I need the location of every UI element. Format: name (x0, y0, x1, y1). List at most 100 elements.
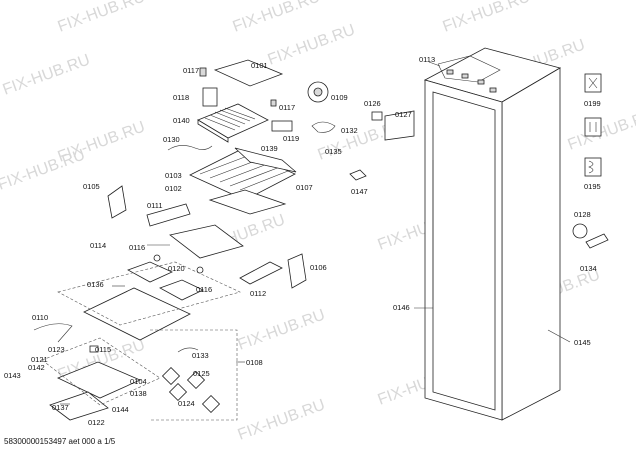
label-0126: 0126 (364, 99, 381, 108)
label-0115: 0115 (95, 345, 111, 354)
top-assembly (107, 59, 415, 227)
group-outline-0108 (150, 329, 238, 421)
knob-0116 (153, 254, 161, 262)
label-0110: 0110 (32, 313, 48, 322)
cabinet-top-frame (437, 55, 501, 83)
watermark-text: FIX-HUB.RU (236, 306, 328, 353)
label-0101: 0101 (251, 61, 268, 70)
label-0145: 0145 (574, 338, 591, 347)
label-0116-b: 0116 (196, 285, 212, 294)
cabinet-top-clip (489, 87, 497, 93)
cable-0133 (177, 347, 199, 353)
cover-square (127, 261, 173, 283)
tray-0103 (189, 149, 296, 201)
leader-lines (60, 61, 571, 405)
cabinet-side (501, 67, 561, 421)
wrench-icon (588, 77, 598, 89)
label-0112: 0112 (250, 289, 266, 298)
part-labels: 0117 0101 0118 0117 0109 0126 0127 0113 … (4, 55, 601, 427)
label-0139: 0139 (261, 144, 278, 153)
watermark-text: FIX-HUB.RU (0, 146, 87, 193)
label-0107: 0107 (296, 183, 313, 192)
watermark-text: FIX-HUB.RU (236, 396, 328, 443)
label-0132: 0132 (341, 126, 358, 135)
label-0102: 0102 (165, 184, 182, 193)
label-0108: 0108 (246, 358, 263, 367)
label-0146: 0146 (393, 303, 410, 312)
watermark-text: FIX-HUB.RU (266, 21, 358, 68)
filter-0124 (168, 382, 188, 402)
cover-square-b (159, 279, 204, 301)
label-0116: 0116 (129, 243, 145, 252)
watermark-text: FIX-HUB.RU (231, 0, 323, 36)
knob-0120 (196, 266, 204, 274)
clip-0117-b (270, 99, 277, 107)
bracket-0105 (107, 185, 127, 219)
label-0114: 0114 (90, 241, 106, 250)
label-0128: 0128 (574, 210, 591, 219)
cabinet-inner-liner (432, 91, 496, 411)
label-0199: 0199 (584, 99, 601, 108)
fan-hub (313, 87, 323, 97)
watermark-text: FIX-HUB.RU (441, 0, 533, 36)
duct-0107 (234, 147, 297, 173)
label-0103: 0103 (165, 171, 182, 180)
cover-plate-0101 (213, 59, 284, 87)
hose-0132 (311, 121, 336, 133)
label-0135: 0135 (325, 147, 342, 156)
cabinet-drawing (423, 47, 562, 421)
label-0117: 0117 (183, 66, 199, 75)
watermark-text: FIX-HUB.RU (56, 0, 148, 36)
label-0109: 0109 (331, 93, 348, 102)
label-0119: 0119 (283, 134, 299, 143)
middle-assembly (57, 224, 307, 341)
label-0105: 0105 (83, 182, 100, 191)
bottom-assembly (33, 323, 238, 421)
label-0130: 0130 (163, 135, 180, 144)
watermark-text: FIX-HUB.RU (1, 51, 93, 98)
cable-0110 (33, 323, 73, 343)
filter-0124-b (201, 394, 221, 414)
rail-0112 (239, 261, 283, 285)
panel-0136 (83, 287, 191, 341)
filter-0125-b (186, 370, 206, 390)
accessories (572, 73, 609, 249)
group-outline-0136 (57, 261, 241, 326)
part-0126 (371, 111, 383, 121)
plate-0137 (49, 391, 109, 421)
housing-0114 (169, 224, 244, 259)
tray-ribs (199, 154, 289, 191)
tools-icon-0198 (584, 117, 602, 137)
label-0106: 0106 (310, 263, 327, 272)
footer-document-id: 58300000153497 aet 000 a 1/5 (4, 437, 116, 446)
label-0118: 0118 (173, 93, 189, 102)
evaporator-face (197, 119, 229, 143)
label-0122: 0122 (88, 418, 105, 427)
label-0147: 0147 (351, 187, 368, 196)
label-0123: 0123 (48, 345, 65, 354)
label-0143: 0143 (4, 371, 21, 380)
pin-0134 (585, 233, 609, 249)
label-0104: 0104 (130, 377, 147, 386)
leader-0113 (428, 61, 441, 67)
group-outline-0104 (41, 337, 161, 406)
label-0133: 0133 (192, 351, 209, 360)
control-board-0104 (57, 361, 141, 399)
label-0138: 0138 (130, 389, 147, 398)
label-0142: 0142 (28, 363, 45, 372)
label-0144: 0144 (112, 405, 129, 414)
cabinet-top-clip (477, 79, 485, 85)
label-0120: 0120 (168, 264, 185, 273)
bracket-0106 (287, 253, 307, 289)
filter-0125 (161, 366, 181, 386)
clip-0117 (199, 67, 207, 77)
rail-0111 (146, 203, 191, 227)
sensor-0119 (271, 120, 293, 132)
label-0117-b: 0117 (279, 103, 295, 112)
coil-icon-0195 (584, 157, 602, 177)
label-0111: 0111 (147, 201, 163, 210)
label-0137: 0137 (52, 403, 69, 412)
label-0124: 0124 (178, 399, 195, 408)
